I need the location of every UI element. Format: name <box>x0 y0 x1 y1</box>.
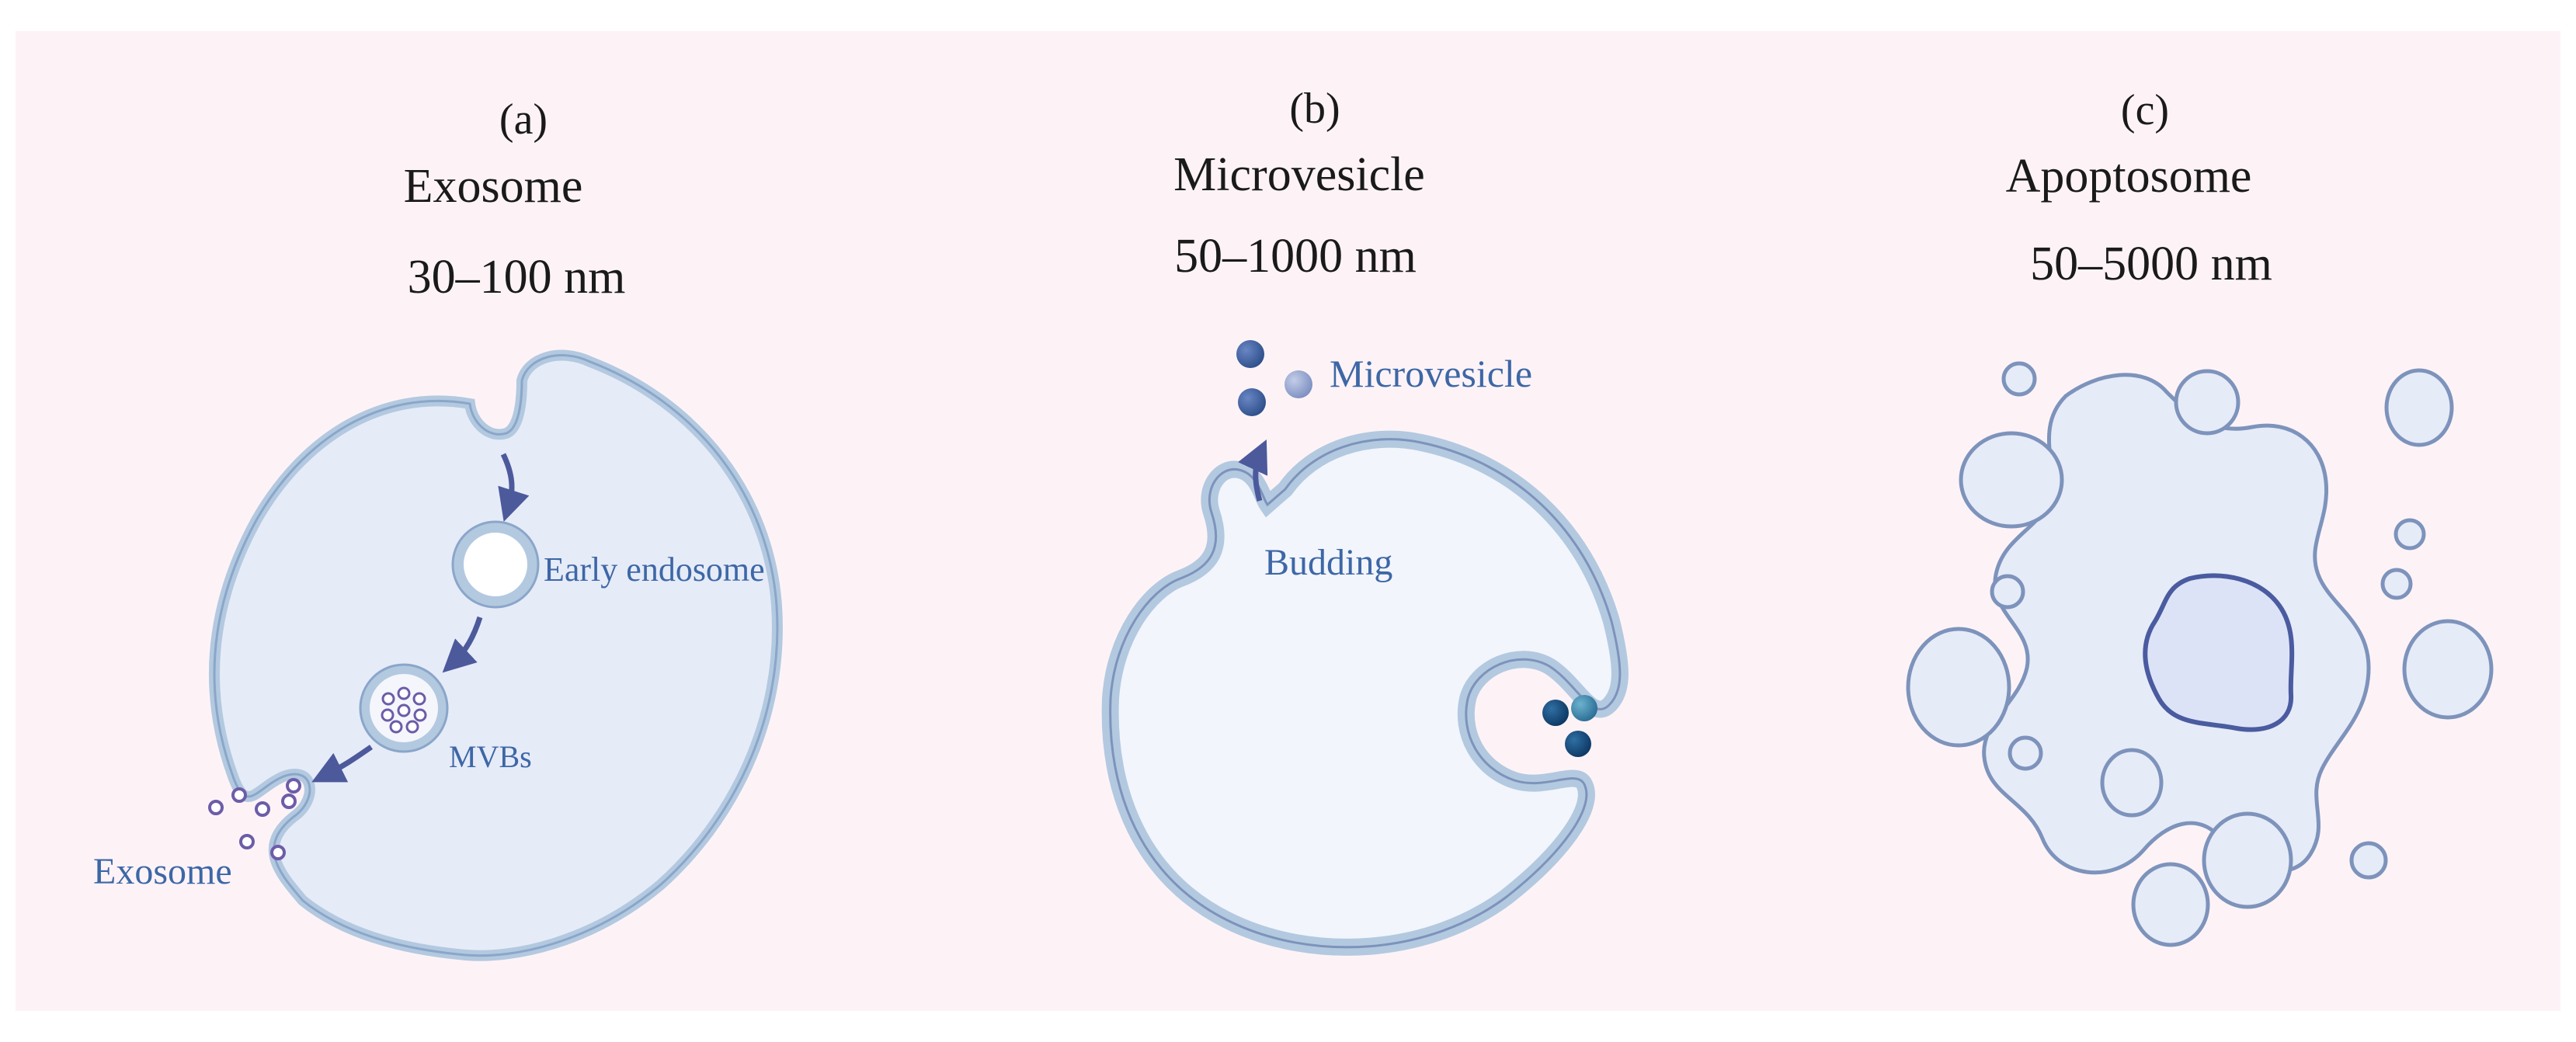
panel-c-size: 50–5000 nm <box>2030 238 2272 290</box>
early-endosome-label: Early endosome <box>544 551 765 589</box>
microvesicle-cell-outline <box>1109 438 1622 949</box>
microvesicle-cell-membrane <box>1101 430 1629 956</box>
exosome-cell-membrane <box>209 349 783 961</box>
panel-a-letter: (a) <box>499 96 548 144</box>
panel-b-diagram: Microvesicle Budding <box>1101 340 1629 956</box>
panel-b-letter: (b) <box>1289 85 1340 133</box>
budding-particle-2 <box>1571 695 1597 721</box>
endocytosis-arrow <box>498 453 530 523</box>
panel-c-letter: (c) <box>2120 86 2170 134</box>
early-endosome <box>453 522 538 607</box>
maturation-arrow <box>442 616 483 673</box>
microvesicle-particle-1 <box>1236 340 1264 368</box>
panel-b-size: 50–1000 nm <box>1174 230 1417 283</box>
apoptotic-nucleus <box>2143 573 2295 732</box>
budding-arrow <box>1238 439 1268 502</box>
release-arrow <box>311 745 373 783</box>
budding-particle-1 <box>1542 700 1569 726</box>
budding-label: Budding <box>1264 542 1392 583</box>
microvesicle-label: Microvesicle <box>1330 352 1532 395</box>
intraluminal-vesicles <box>381 686 427 734</box>
mvb-outline <box>359 663 449 753</box>
exosome-label: Exosome <box>93 851 232 892</box>
panel-a-diagram: Early endosome MVBs Exosome <box>93 349 783 961</box>
microvesicle-particle-3 <box>1285 370 1312 398</box>
microvesicle-particle-2 <box>1238 388 1266 416</box>
panel-a-name: Exosome <box>403 160 583 213</box>
exosome-cell-outline <box>213 354 779 957</box>
early-endosome-outline <box>451 520 540 609</box>
panel-b-name: Microvesicle <box>1173 148 1425 201</box>
panel-c-diagram <box>1906 361 2494 947</box>
panel-a-size: 30–100 nm <box>407 251 626 304</box>
released-exosomes <box>208 778 301 860</box>
panel-c-name: Apoptosome <box>2005 150 2252 203</box>
apoptotic-bodies <box>1906 361 2494 947</box>
mvbs-label: MVBs <box>449 739 532 774</box>
budding-particle-3 <box>1565 731 1591 757</box>
